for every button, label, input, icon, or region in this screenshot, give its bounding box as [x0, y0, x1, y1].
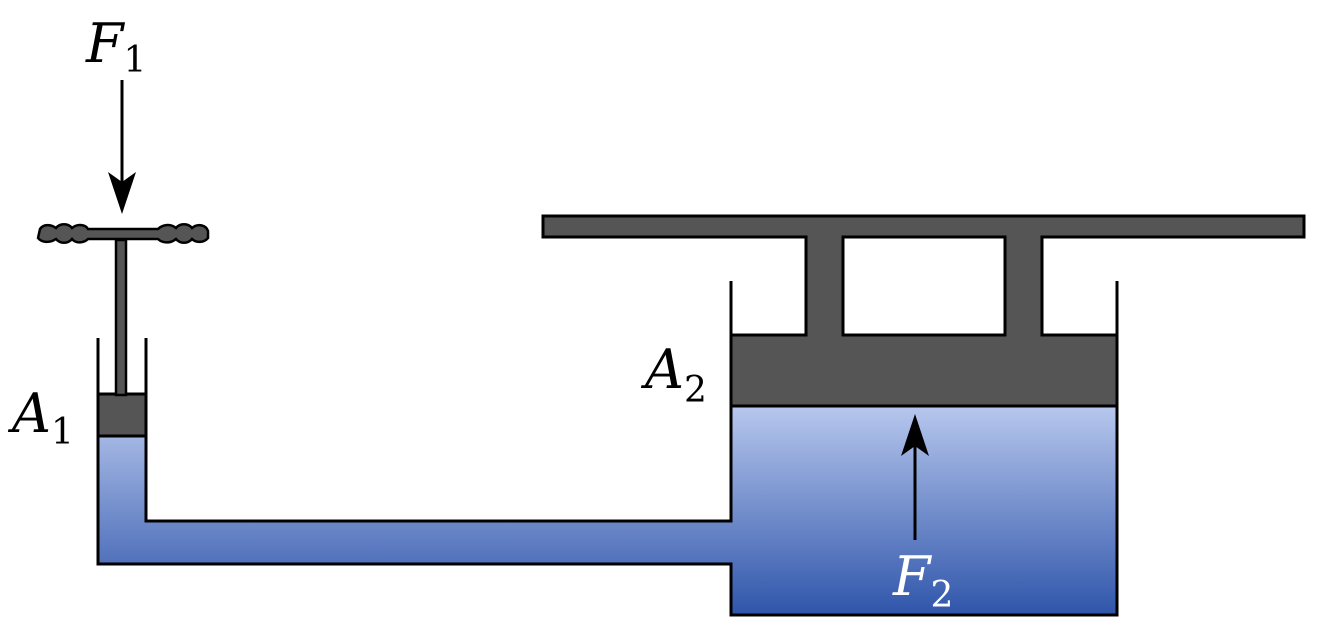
label-a1: A1 — [7, 382, 74, 453]
hydraulic-fluid — [96, 404, 1119, 617]
piston-handle — [36, 223, 210, 244]
large-piston — [541, 214, 1306, 408]
label-f1: F1 — [85, 12, 146, 81]
label-f2: F2 — [892, 545, 953, 616]
force-f1-arrow — [108, 80, 136, 214]
force-f2-arrow — [901, 414, 929, 540]
small-piston — [96, 238, 148, 438]
label-a2: A2 — [640, 338, 707, 411]
